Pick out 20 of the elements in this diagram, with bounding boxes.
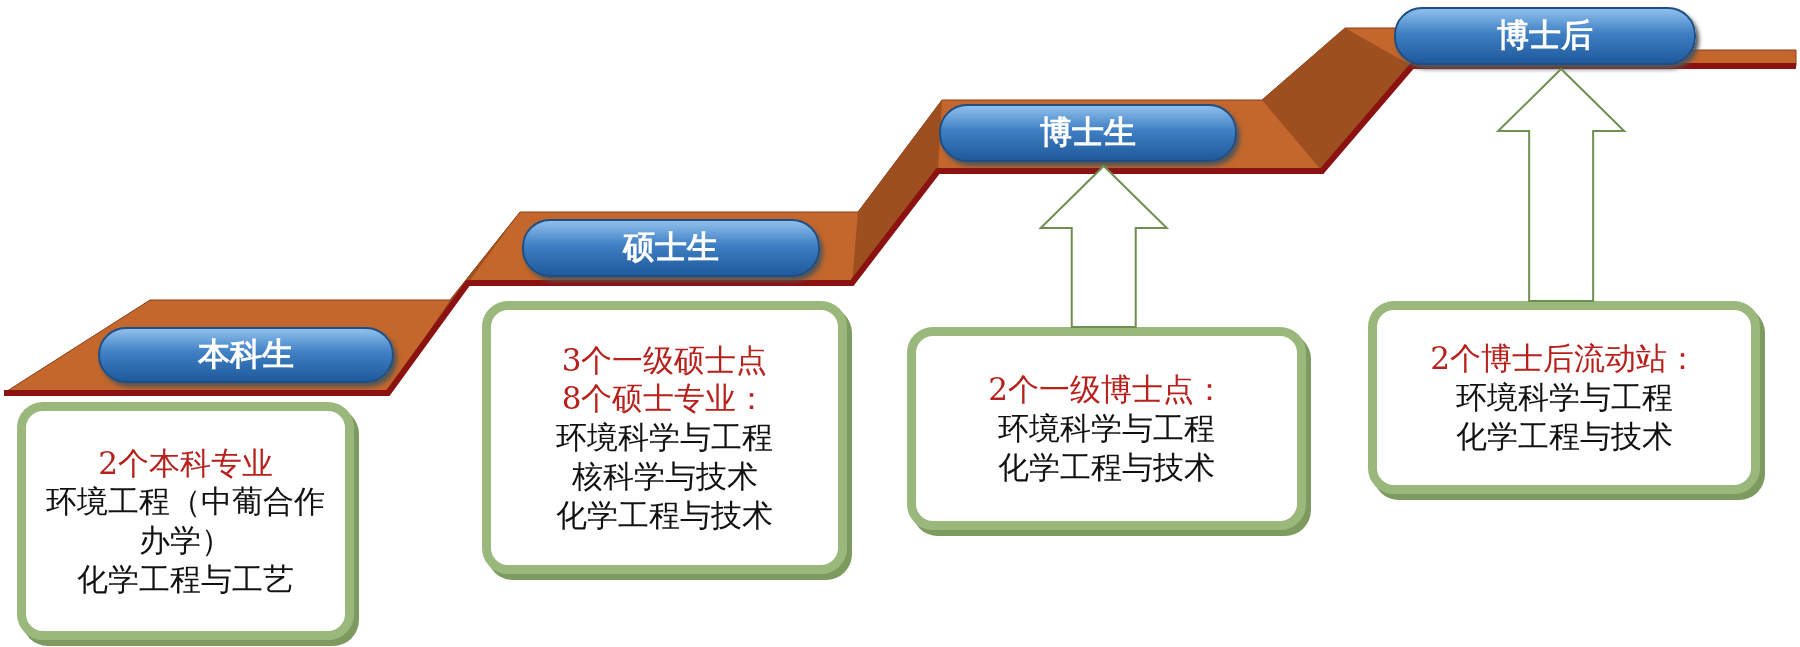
stage-banner: 本科生	[98, 327, 394, 383]
card-text: 环境工程（中葡合作办学）	[45, 482, 326, 560]
card-text: 环境科学与工程	[998, 409, 1215, 448]
card-text: 化学工程与技术	[1455, 416, 1673, 456]
card-heading: 2个一级博士点：	[988, 370, 1225, 410]
card-heading: 2个博士后流动站：	[1430, 339, 1698, 379]
card-text: 环境科学与工程	[556, 418, 773, 457]
card-text: 核科学与技术	[571, 456, 758, 496]
stage-banner: 硕士生	[522, 219, 820, 277]
card-heading: 3个一级硕士点	[561, 340, 768, 380]
stage-banner: 博士生	[939, 104, 1237, 162]
card-text: 环境科学与工程	[1455, 378, 1673, 417]
card-heading: 2个本科专业	[98, 443, 273, 483]
stage-banner: 博士后	[1394, 7, 1696, 65]
card-text: 化学工程与技术	[998, 447, 1215, 487]
arrow	[1495, 67, 1627, 302]
arrow	[1038, 164, 1170, 328]
card-heading: 8个硕士专业：	[561, 379, 768, 419]
card-text: 化学工程与工艺	[77, 559, 294, 599]
card-text: 化学工程与技术	[556, 495, 773, 535]
